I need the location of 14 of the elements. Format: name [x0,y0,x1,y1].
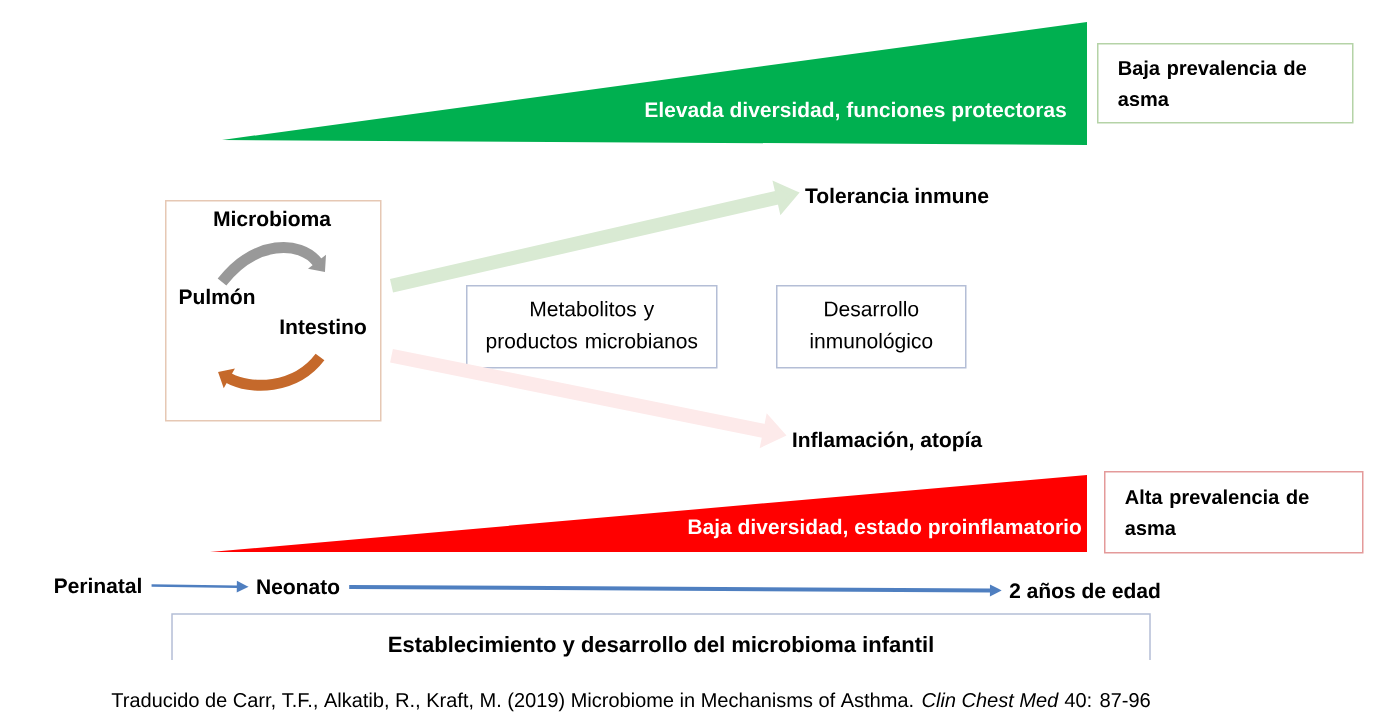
wedge-band: Baja diversidad, estado proinflamatorio [210,475,1087,552]
label-text: Tolerancia inmune [805,187,989,204]
label-text: Inflamación, atopía [793,431,983,452]
timeline-box: Establecimiento y desarrollo del microbioma infantil [171,613,1151,661]
text-box: Alta prevalencia de asma [1104,471,1364,554]
wedge-band: Elevada diversidad, funciones protectoras [222,22,1087,145]
text-box: Baja prevalencia de asma [1097,43,1354,124]
label-text: Perinatal [55,577,141,594]
caption: Traducido de Carr, T.F., Alkatib, R., Kraft, M. (2019) Microbiome in Mechanisms of Asthma. Clin Chest Med 40: 87-96 [111,692,1150,712]
label-text: Neonato [257,579,340,595]
label-text: 2 años de edad [1009,582,1160,599]
text-box: Metabolitos y productos microbianos [466,285,718,369]
text-box: Desarrollo inmunológico [776,285,967,369]
cycle-box: Microbioma Pulmón Intestino [165,200,382,422]
